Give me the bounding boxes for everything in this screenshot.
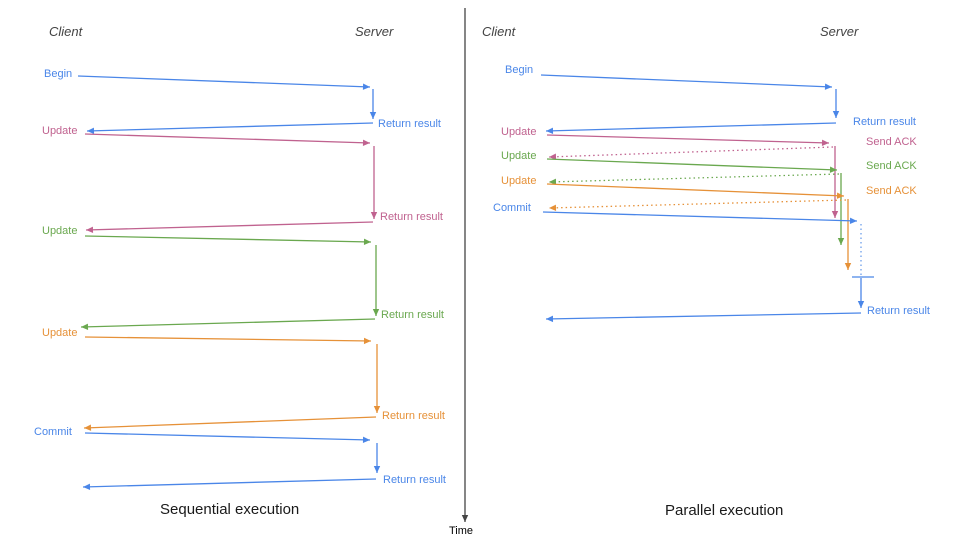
sequential-label-return-2: Return result: [380, 211, 443, 223]
sequential-commit-processing-arrowhead-icon: [373, 466, 381, 473]
sequential-update1-request: [84, 133, 371, 146]
parallel-label-ack-3: Send ACK: [866, 185, 917, 197]
time-axis-label: Time: [449, 525, 474, 537]
parallel-label-ack-2: Send ACK: [866, 160, 917, 172]
parallel-begin-return: [545, 122, 837, 135]
sequential-begin-request-arrowhead-icon: [362, 83, 370, 90]
parallel-begin-request: [540, 74, 833, 90]
sequential-commit-processing: [373, 443, 381, 473]
sequential-commit-request: [84, 432, 371, 444]
sequential-update2-request: [84, 235, 372, 246]
sequential-title: Sequential execution: [160, 501, 300, 518]
sequential-label-begin: Begin: [44, 68, 73, 80]
parallel-update1-processing-arrowhead-icon: [831, 211, 839, 218]
parallel-update1-request-arrowhead-icon: [821, 139, 829, 147]
sequential-server-header: Server: [355, 24, 394, 39]
sequential-update1-processing: [370, 146, 378, 219]
sequential-label-update-1: Update: [42, 125, 78, 137]
sequential-client-header: Client: [49, 24, 83, 39]
parallel-update3-processing-arrowhead-icon: [844, 263, 852, 270]
parallel-label-return-1: Return result: [853, 116, 916, 128]
parallel-begin-processing: [832, 89, 840, 118]
sequential-update3-return: [83, 416, 377, 431]
parallel-commit-request: [542, 211, 858, 224]
sequential-update3-processing: [373, 344, 381, 413]
parallel-label-update-1: Update: [501, 126, 537, 138]
sequential-label-update-3: Update: [42, 327, 78, 339]
parallel-update1-request: [546, 134, 830, 147]
parallel-update2-ack: [548, 173, 840, 186]
parallel-update2-processing-arrowhead-icon: [837, 238, 845, 245]
sequential-label-return-5: Return result: [383, 474, 446, 486]
sequential-update3-request-arrowhead-icon: [363, 337, 371, 345]
parallel-begin-processing-arrowhead-icon: [832, 111, 840, 118]
sequential-update1-processing-arrowhead-icon: [370, 212, 378, 219]
parallel-update2-request-arrowhead-icon: [829, 166, 837, 173]
parallel-label-update-2: Update: [501, 150, 537, 162]
sequential-begin-processing-arrowhead-icon: [369, 112, 377, 119]
sequential-commit-return: [82, 478, 377, 491]
parallel-update1-processing: [831, 146, 839, 218]
parallel-update2-processing: [837, 173, 845, 245]
time-axis: [461, 8, 469, 522]
parallel-result-processing: [857, 278, 865, 308]
parallel-update2-ack-arrowhead-icon: [549, 178, 557, 186]
sequential-update3-request: [84, 336, 372, 345]
parallel-label-ack-1: Send ACK: [866, 136, 917, 148]
sequential-update2-request-arrowhead-icon: [363, 238, 371, 246]
parallel-server-header: Server: [820, 24, 859, 39]
sequential-update1-return-arrowhead-icon: [86, 226, 94, 234]
parallel-update3-ack-arrowhead-icon: [549, 204, 557, 212]
sequential-update2-return: [80, 318, 376, 331]
sequential-label-return-4: Return result: [382, 410, 445, 422]
parallel-result-processing-arrowhead-icon: [857, 301, 865, 308]
parallel-label-begin: Begin: [505, 64, 534, 76]
sequential-update1-return: [85, 221, 374, 234]
sequential-commit-return-arrowhead-icon: [83, 483, 91, 491]
parallel-update1-ack: [548, 146, 834, 160]
parallel-label-return-2: Return result: [867, 305, 930, 317]
parallel-title: Parallel execution: [665, 502, 784, 519]
sequential-update1-request-arrowhead-icon: [362, 139, 370, 146]
parallel-label-commit: Commit: [493, 202, 531, 214]
sequential-label-return-3: Return result: [381, 309, 444, 321]
sequential-begin-request: [77, 75, 371, 90]
sequential-update2-return-arrowhead-icon: [81, 323, 89, 331]
parallel-update3-ack: [548, 199, 847, 212]
parallel-begin-request-arrowhead-icon: [824, 83, 832, 90]
sequential-label-commit: Commit: [34, 426, 72, 438]
parallel-update3-request: [546, 183, 845, 199]
sequential-begin-return: [86, 122, 374, 135]
sequential-begin-processing: [369, 89, 377, 119]
sequential-update3-processing-arrowhead-icon: [373, 406, 381, 413]
parallel-final-return: [545, 312, 862, 323]
sequential-label-update-2: Update: [42, 225, 78, 237]
time-axis-arrowhead-icon: [461, 515, 469, 522]
parallel-update3-request-arrowhead-icon: [836, 192, 844, 199]
sequential-label-return-1: Return result: [378, 118, 441, 130]
parallel-client-header: Client: [482, 24, 516, 39]
sequential-begin-return-arrowhead-icon: [87, 127, 95, 135]
parallel-commit-request-arrowhead-icon: [849, 217, 857, 224]
parallel-update3-processing: [844, 199, 852, 270]
parallel-final-return-arrowhead-icon: [546, 315, 554, 323]
sequential-update2-processing-arrowhead-icon: [372, 309, 380, 316]
parallel-begin-return-arrowhead-icon: [546, 127, 554, 135]
parallel-update1-ack-arrowhead-icon: [549, 153, 557, 160]
parallel-update2-request: [546, 158, 838, 173]
sequential-update3-return-arrowhead-icon: [84, 424, 92, 431]
parallel-label-update-3: Update: [501, 175, 537, 187]
sequential-commit-request-arrowhead-icon: [362, 436, 370, 444]
sequential-update2-processing: [372, 245, 380, 316]
